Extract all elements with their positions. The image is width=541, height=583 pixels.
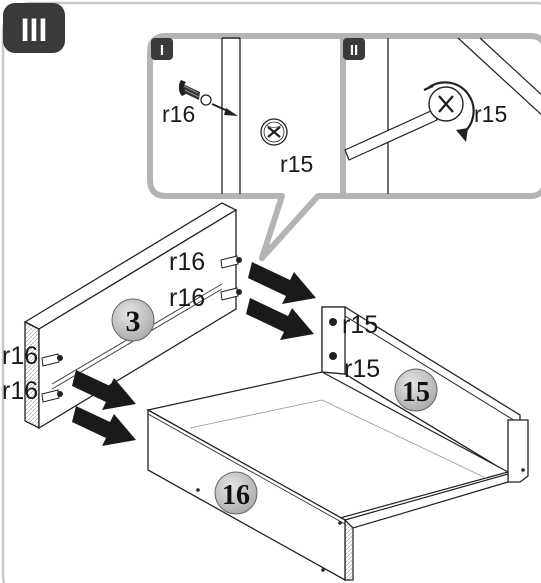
back-lower-label: r16 (169, 284, 205, 312)
dowel-icon (41, 255, 242, 403)
panel-i-cam-label: r15 (280, 151, 313, 177)
panel-i-tab: I (160, 42, 164, 59)
direction-arrows (72, 262, 316, 446)
arrow-right-icon (72, 370, 136, 410)
left-lower-label: r16 (2, 377, 38, 405)
part-3-number: 3 (126, 305, 141, 338)
detail-callout: I r16 r15 (147, 33, 541, 261)
step-number: III (21, 12, 48, 48)
back-panel: 3 (23, 202, 238, 430)
drawer-box: 15 16 (146, 306, 529, 582)
detail-panel-i: I r16 r15 (151, 37, 313, 194)
cam-rotation-icon (423, 81, 475, 142)
panel-i-screw-label: r16 (162, 101, 195, 127)
part-16-number: 16 (222, 480, 250, 511)
panel-ii-tab: II (350, 42, 358, 59)
arrow-right-icon (248, 262, 316, 304)
cam-lock-icon (260, 118, 288, 146)
connector-screw-icon (178, 80, 238, 116)
detail-panel-ii: II r15 (343, 37, 541, 194)
step-badge: III (3, 3, 65, 53)
left-upper-label: r16 (2, 342, 38, 370)
arrow-right-icon (246, 298, 314, 340)
side-lower-label: r15 (344, 355, 380, 383)
back-upper-label: r16 (169, 248, 205, 276)
part-15-number: 15 (402, 377, 430, 408)
arrow-right-icon (72, 406, 136, 446)
panel-ii-cam-label: r15 (474, 101, 507, 127)
side-upper-label: r15 (342, 311, 378, 339)
